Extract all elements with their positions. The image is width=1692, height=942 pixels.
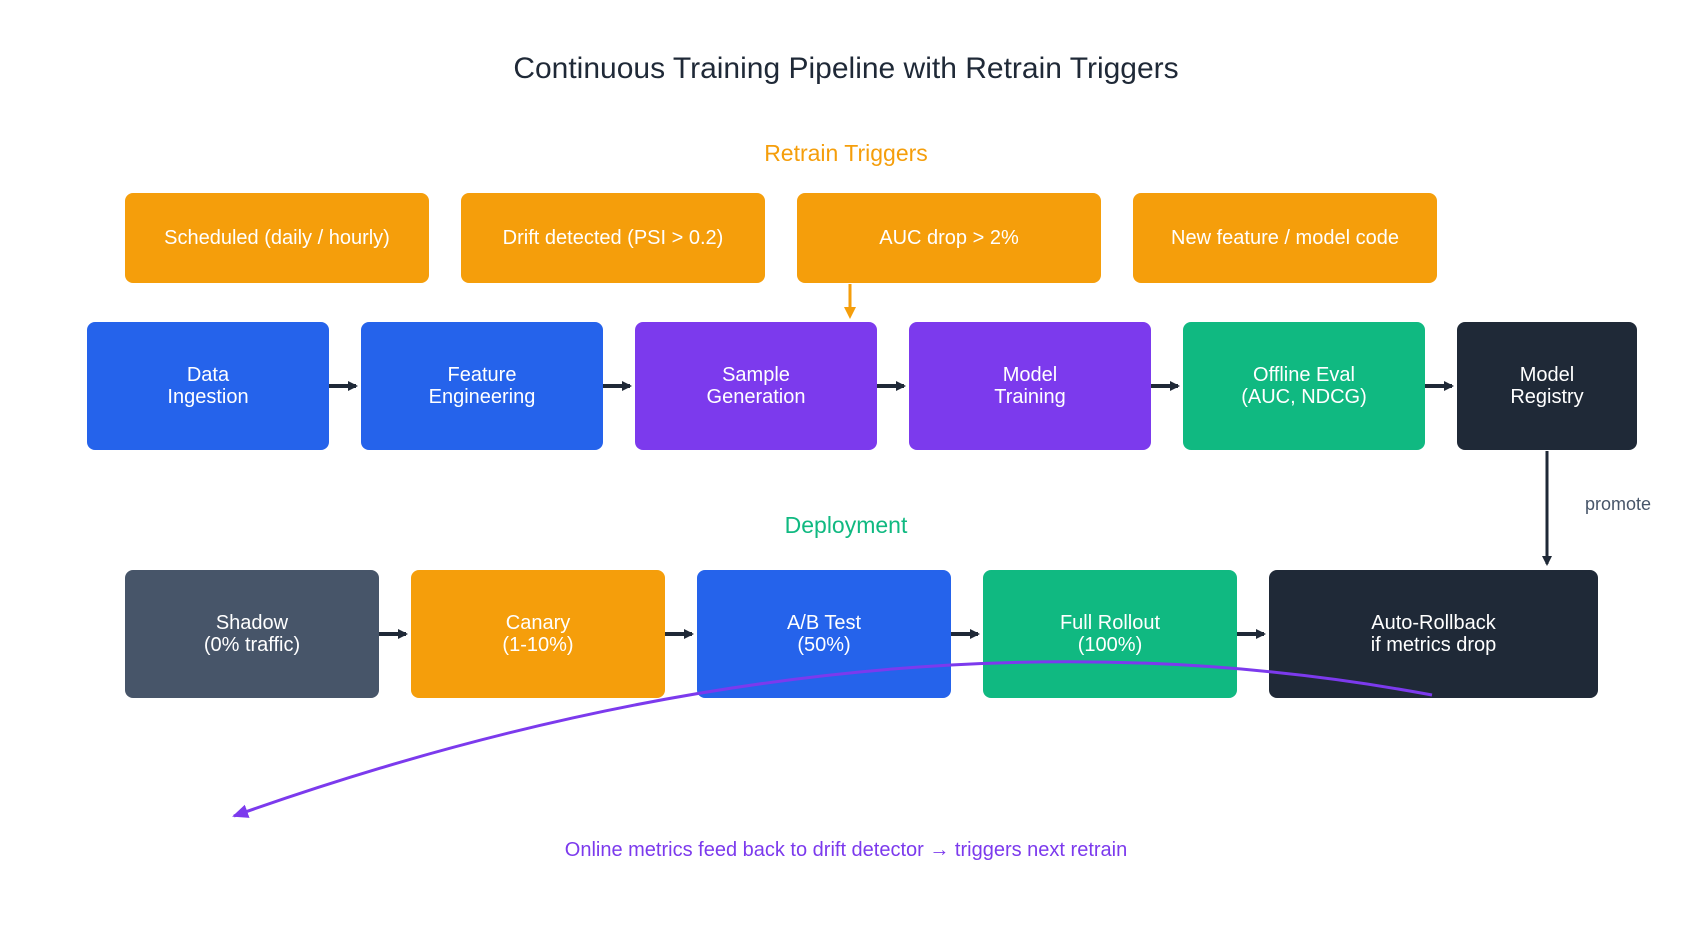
triggers-section-label: Retrain Triggers	[764, 140, 928, 166]
promote-label: promote	[1585, 494, 1652, 514]
deploy-full-rollout: Full Rollout (100%)	[983, 570, 1237, 698]
deploy-canary: Canary (1-10%)	[411, 570, 665, 698]
trigger-new-code: New feature / model code	[1133, 193, 1437, 283]
deploy-ab-test: A/B Test (50%)	[697, 570, 951, 698]
feedback-label: Online metrics feed back to drift detect…	[564, 839, 1128, 861]
stage-model-training: Model Training	[909, 322, 1151, 450]
diagram-title: Continuous Training Pipeline with Retrai…	[513, 52, 1179, 85]
trigger-drift-detected: Drift detected (PSI > 0.2)	[461, 193, 765, 283]
deploy-shadow: Shadow (0% traffic)	[125, 570, 379, 698]
stage-feature-engineering: Feature Engineering	[361, 322, 603, 450]
stage-data-ingestion: Data Ingestion	[87, 322, 329, 450]
deployment-section-label: Deployment	[784, 512, 908, 538]
stage-model-registry: Model Registry	[1457, 322, 1637, 450]
deploy-auto-rollback: Auto-Rollback if metrics drop	[1269, 570, 1598, 698]
stage-sample-generation: Sample Generation	[635, 322, 877, 450]
trigger-auc-drop: AUC drop > 2%	[797, 193, 1101, 283]
trigger-scheduled: Scheduled (daily / hourly)	[125, 193, 429, 283]
stage-offline-eval: Offline Eval (AUC, NDCG)	[1183, 322, 1425, 450]
